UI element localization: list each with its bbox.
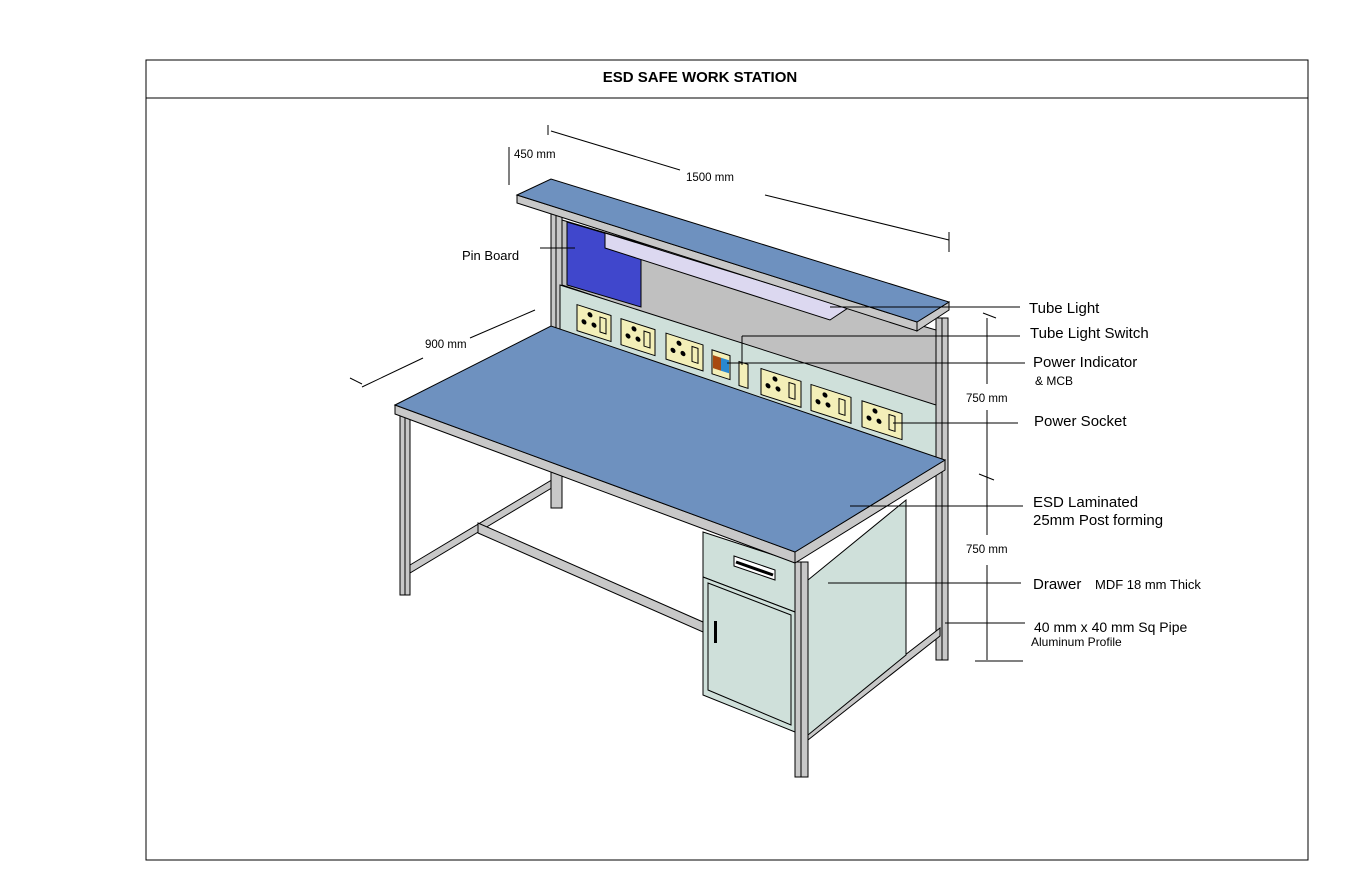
dim-750-lower: 750 mm: [966, 544, 1008, 556]
power-socket: [620, 318, 656, 357]
power-socket: [576, 303, 612, 343]
drawing-frame: [145, 59, 1309, 861]
power-socket: [760, 367, 802, 408]
door-handle: [714, 621, 717, 643]
back-right-post: [935, 317, 949, 661]
power-socket: [810, 383, 852, 424]
label-pipe: 40 mm x 40 mm Sq Pipe: [1034, 619, 1187, 635]
dimension-lines: [349, 125, 1023, 662]
label-drawer: Drawer: [1033, 576, 1081, 593]
dim-750-upper: 750 mm: [966, 393, 1008, 405]
label-power-indicator: Power Indicator: [1033, 354, 1137, 371]
power-socket: [665, 332, 704, 372]
label-aluminum-profile: Aluminum Profile: [1031, 635, 1122, 649]
front-right-leg: [794, 561, 809, 778]
dim-450: 450 mm: [514, 149, 556, 161]
label-tube-light: Tube Light: [1029, 300, 1100, 317]
drawing-title: ESD SAFE WORK STATION: [603, 69, 797, 86]
label-tube-light-switch: Tube Light Switch: [1030, 325, 1149, 342]
esd-desktop: [393, 325, 947, 564]
top-shelf: [515, 178, 951, 332]
label-esd-laminated: ESD Laminated: [1033, 494, 1138, 511]
dim-1500: 1500 mm: [686, 172, 734, 184]
leader-lines: [540, 247, 1025, 624]
label-pin-board: Pin Board: [462, 248, 519, 263]
label-drawer-spec: MDF 18 mm Thick: [1095, 577, 1201, 592]
label-power-socket: Power Socket: [1034, 413, 1127, 430]
tube-light-switch: [738, 360, 749, 390]
rear-crossbar: [477, 522, 704, 633]
label-post-forming: 25mm Post forming: [1033, 512, 1163, 529]
front-left-leg: [399, 409, 411, 596]
label-mcb: & MCB: [1035, 374, 1073, 388]
power-socket: [861, 400, 903, 441]
dim-900: 900 mm: [425, 339, 467, 351]
power-indicator-mcb: [711, 349, 731, 381]
